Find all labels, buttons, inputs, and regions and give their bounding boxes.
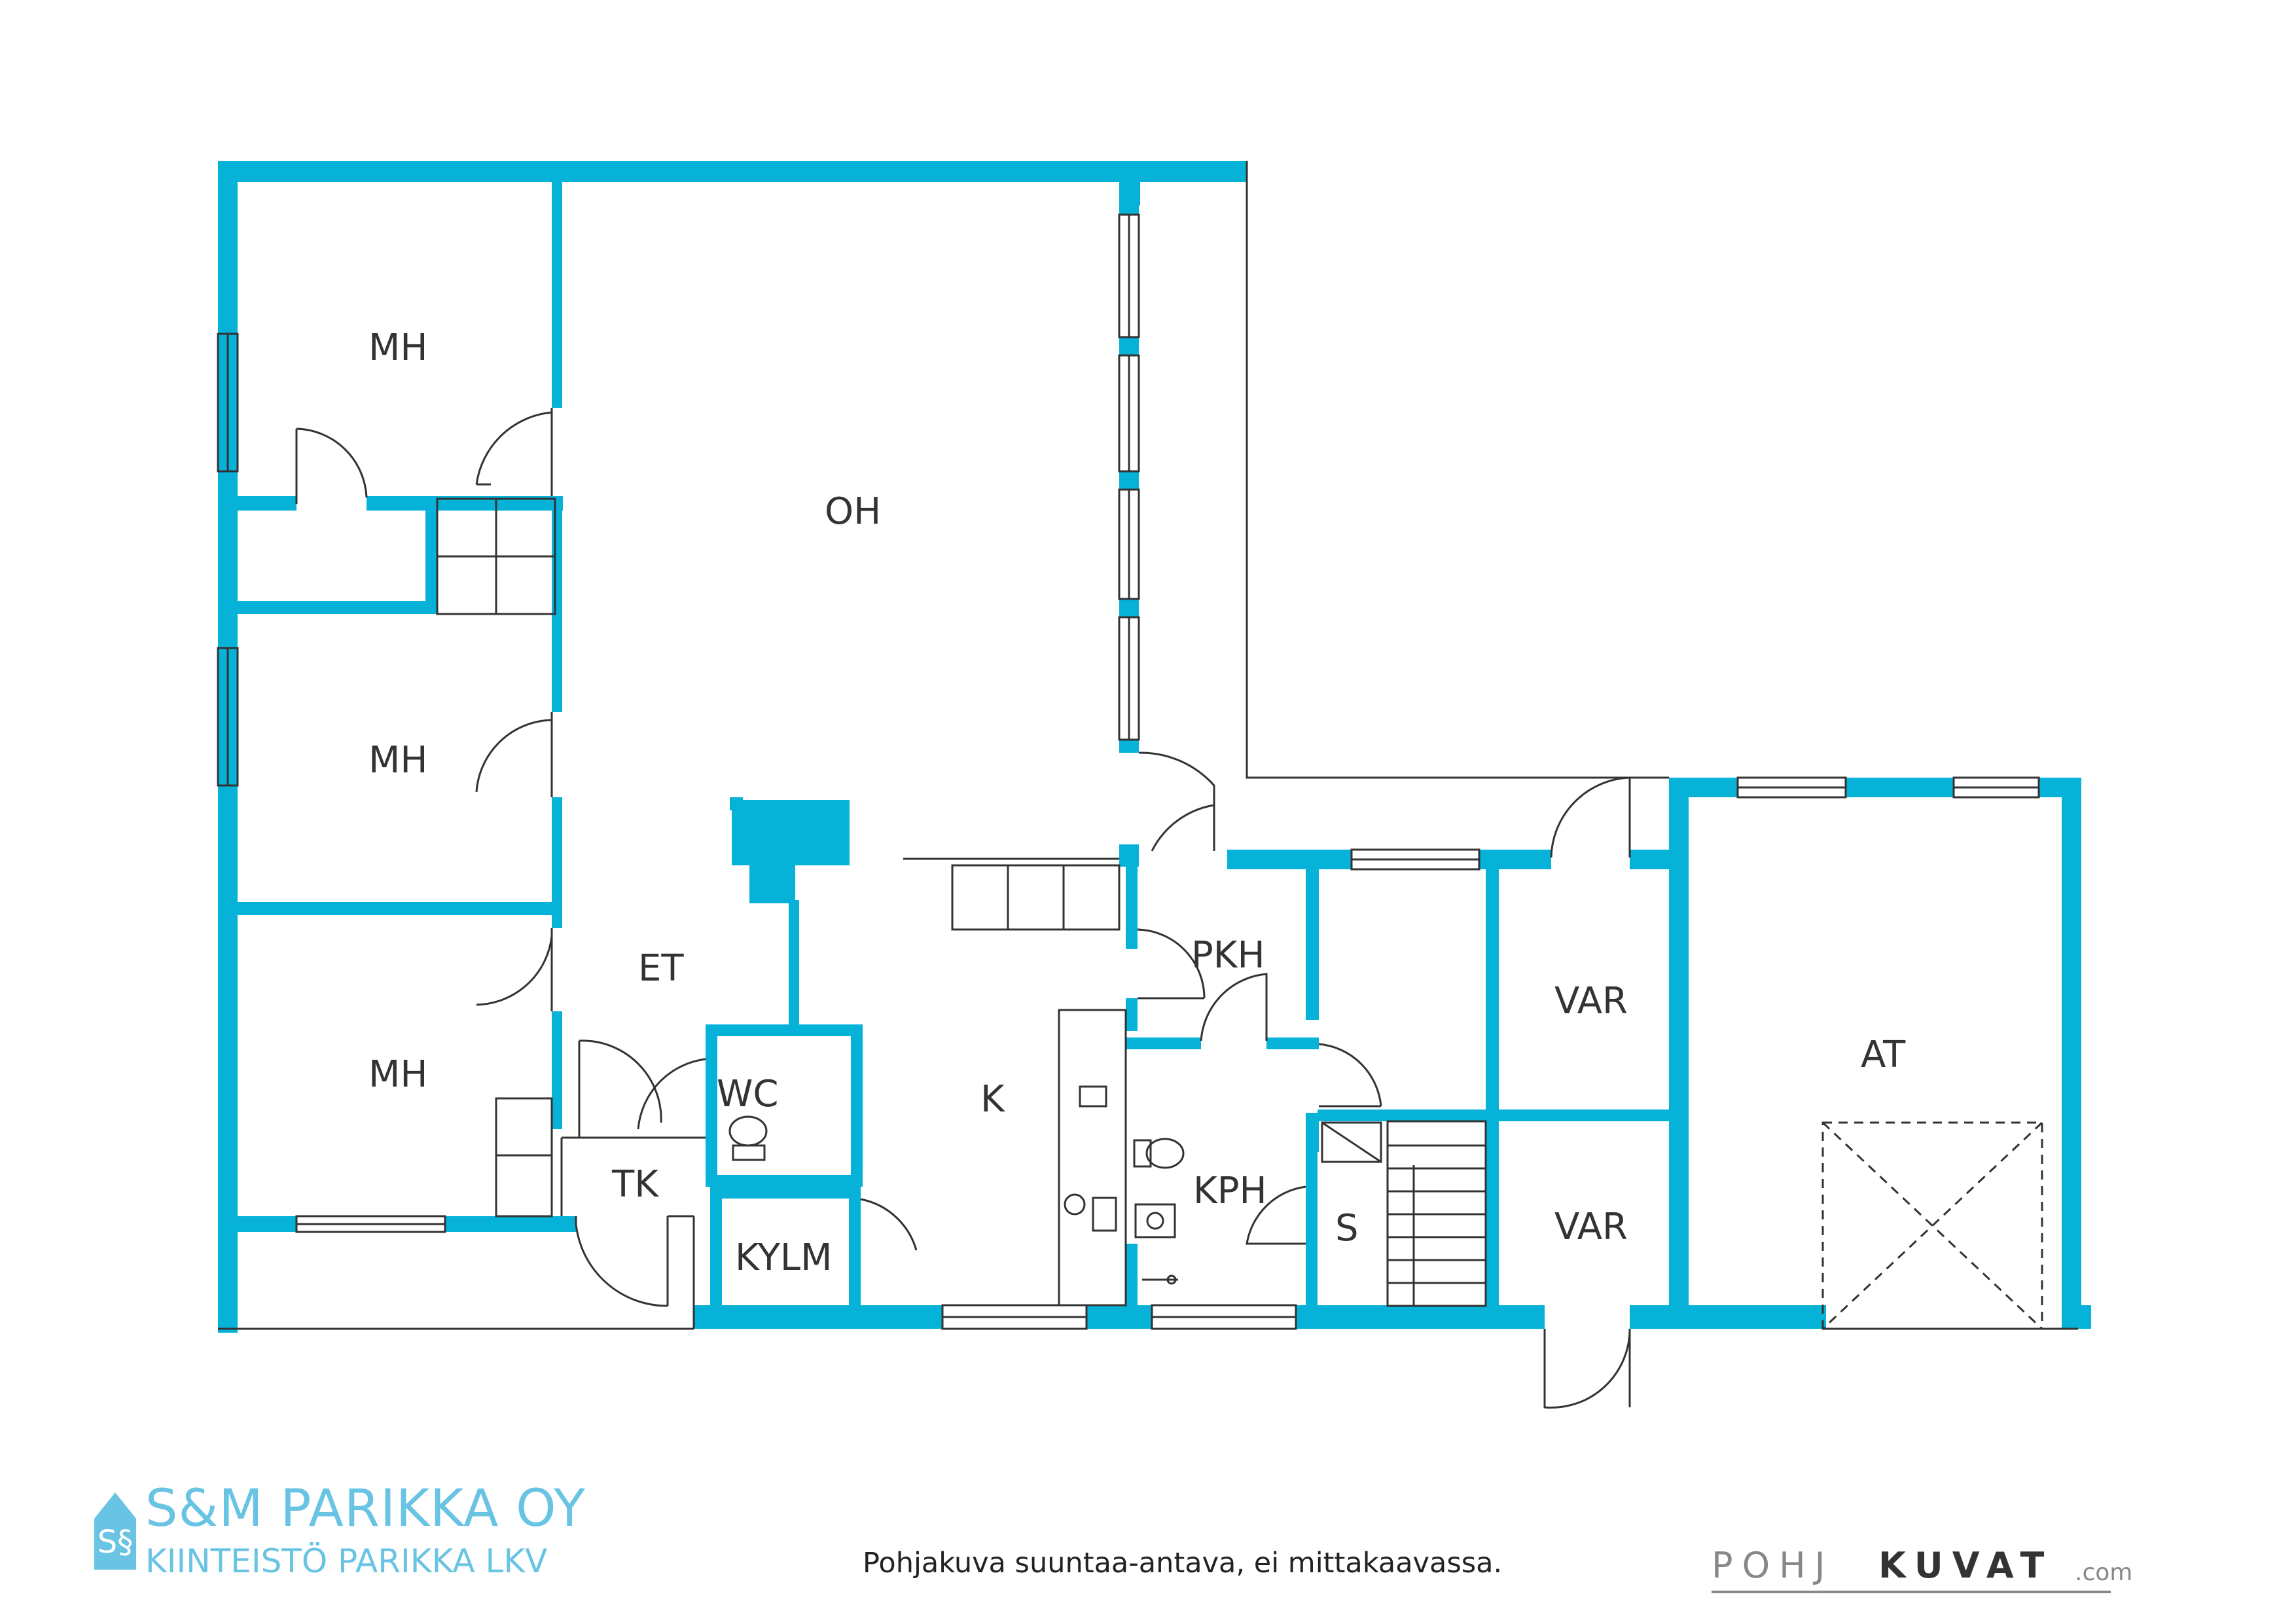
room-label-wc: WC	[717, 1073, 778, 1115]
room-label-var1: VAR	[1554, 980, 1628, 1022]
room-label-tk: TK	[611, 1163, 659, 1206]
room-label-et: ET	[638, 947, 684, 990]
logo-underline	[1712, 1591, 2111, 1593]
room-label-at: AT	[1861, 1034, 1906, 1076]
pohjakuvat-logo-suffix: .com	[2075, 1559, 2133, 1586]
doors	[295, 408, 1631, 1409]
room-label-kylm: KYLM	[735, 1236, 832, 1279]
walls	[218, 161, 2091, 1333]
company-subname: KIINTEISTÖ PARIKKA LKV	[145, 1542, 548, 1580]
thin-lines	[217, 161, 2078, 1330]
pohjakuvat-logo-part1: POHJ	[1712, 1545, 1835, 1586]
room-label-mh1: MH	[368, 327, 427, 369]
room-label-k: K	[980, 1078, 1005, 1121]
room-label-kph: KPH	[1193, 1170, 1267, 1212]
room-label-var2: VAR	[1554, 1206, 1628, 1248]
pohjakuvat-logo: POHJ KUVAT .com	[1712, 1545, 2132, 1597]
room-label-mh3: MH	[368, 1053, 427, 1096]
company-logo: S§ S&M PARIKKA OY KIINTEISTÖ PARIKKA LKV	[92, 1479, 585, 1584]
plan-caption: Pohjakuva suuntaa-antava, ei mittakaavas…	[863, 1547, 1503, 1579]
logo-badge-text: S§	[98, 1524, 133, 1561]
room-label-s: S	[1335, 1207, 1359, 1250]
house-badge-icon: S§	[94, 1492, 136, 1570]
room-label-pkh: PKH	[1191, 934, 1265, 977]
room-label-mh2: MH	[368, 739, 427, 782]
room-label-oh: OH	[825, 490, 881, 533]
company-name: S&M PARIKKA OY	[145, 1479, 586, 1538]
pohjakuvat-logo-part2: KUVAT	[1878, 1545, 2054, 1586]
room-labels: MH OH MH ET MH WC K TK KYLM PKH KPH S VA…	[368, 327, 1906, 1279]
